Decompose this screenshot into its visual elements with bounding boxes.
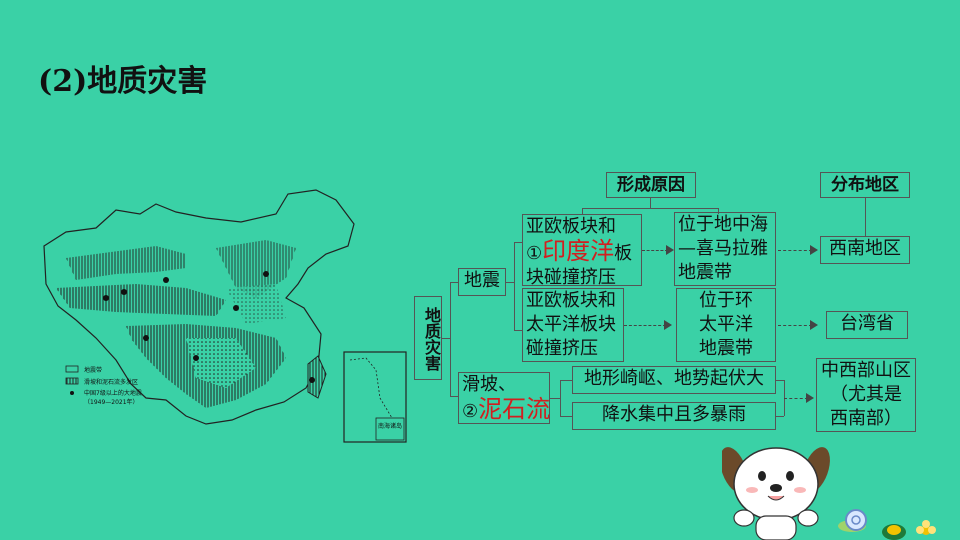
connector	[442, 338, 450, 339]
flower-decoration	[916, 520, 936, 535]
factor1-label: 地形崎岖、地势起伏大	[584, 368, 764, 389]
header-region: 分布地区	[820, 172, 910, 198]
arrow-icon	[664, 320, 672, 330]
cause2-line1: 亚欧板块和	[526, 290, 616, 311]
connector	[450, 282, 451, 396]
connector	[560, 380, 561, 416]
arrow-icon	[810, 245, 818, 255]
connector	[784, 398, 808, 399]
region1-node: 西南地区	[820, 236, 910, 264]
header-cause-label: 形成原因	[617, 175, 685, 195]
factor1-node: 地形崎岖、地势起伏大	[572, 366, 776, 394]
stone-decoration	[882, 524, 906, 540]
header-region-label: 分布地区	[831, 175, 899, 195]
landslide-line1: 滑坡、	[462, 374, 516, 395]
legend-years: （1949—2021年）	[84, 398, 139, 406]
legend-landslide-area: 滑坡和泥石流多发区	[84, 378, 138, 386]
root-node: 地质灾害	[414, 296, 442, 380]
connector	[450, 282, 458, 283]
map-legend: 地震带 滑坡和泥石流多发区 中国7级以上的大地震 （1949—2021年）	[65, 365, 142, 406]
inset-label: 南海诸岛	[378, 422, 402, 430]
answer-2: 泥石流	[478, 395, 551, 423]
connector	[582, 208, 583, 214]
region3-node: 中西部山区 （尤其是 西南部）	[816, 358, 916, 432]
connector	[514, 242, 522, 243]
belt2-line1: 位于环	[699, 290, 753, 311]
belt1-node: 位于地中海 —喜马拉雅 地震带	[674, 212, 776, 286]
root-label: 地质灾害	[422, 307, 441, 371]
connector	[560, 380, 572, 381]
connector	[582, 208, 718, 209]
region3-line1: 中西部山区	[821, 360, 911, 381]
connector	[506, 282, 514, 283]
cartoon-dog-decoration	[722, 447, 936, 540]
cause1-suffix: 板	[614, 243, 633, 264]
mainland-shape	[43, 189, 355, 425]
legend-major-earthquake: 中国7级以上的大地震	[84, 389, 142, 397]
connector	[450, 396, 458, 397]
connector	[776, 416, 784, 417]
factor2-label: 降水集中且多暴雨	[602, 404, 746, 425]
earthquake-node: 地震	[458, 268, 506, 296]
arrow-icon	[810, 320, 818, 330]
arrow-icon	[666, 245, 674, 255]
cause1-line3: 块碰撞挤压	[526, 267, 616, 288]
earthquake-label: 地震	[464, 270, 500, 291]
belt1-line2: —喜马拉雅	[678, 238, 768, 259]
connector	[776, 380, 784, 381]
cause1-line2: ①印度洋板	[526, 239, 638, 266]
slide-title: (2)地质灾害	[38, 64, 208, 99]
belt1-line1: 位于地中海	[678, 214, 768, 235]
belt1-line3: 地震带	[678, 262, 732, 283]
region2-label: 台湾省	[840, 313, 894, 334]
connector	[624, 325, 666, 326]
arrow-icon	[806, 393, 814, 403]
belt2-line3: 地震带	[699, 338, 753, 359]
connector	[718, 208, 719, 214]
landslide-node: 滑坡、 ②泥石流	[458, 372, 550, 424]
connector	[778, 325, 812, 326]
china-hazard-map: 地震带 滑坡和泥石流多发区 中国7级以上的大地震 （1949—2021年） 南海…	[43, 189, 407, 443]
factor2-node: 降水集中且多暴雨	[572, 402, 776, 430]
region2-node: 台湾省	[826, 311, 908, 339]
region3-line2: （尤其是	[830, 384, 902, 405]
connector	[642, 250, 668, 251]
blank-number-2: ②	[462, 401, 479, 422]
connector	[865, 198, 866, 236]
blank-number-1: ①	[526, 243, 543, 264]
cause2-node: 亚欧板块和 太平洋板块 碰撞挤压	[522, 288, 624, 362]
connector	[778, 250, 812, 251]
connector	[514, 242, 515, 330]
snail-decoration	[838, 509, 867, 532]
cause1-node: 亚欧板块和 ①印度洋板 块碰撞挤压	[522, 214, 642, 288]
belt2-line2: 太平洋	[699, 314, 753, 335]
region3-line3: 西南部）	[830, 408, 902, 429]
connector	[560, 416, 572, 417]
belt2-node: 位于环 太平洋 地震带	[676, 288, 776, 362]
south-china-sea-inset: 南海诸岛	[343, 351, 407, 443]
answer-1: 印度洋	[542, 237, 615, 265]
connector	[550, 398, 560, 399]
legend-earthquake-belt: 地震带	[84, 366, 102, 374]
cause1-line1: 亚欧板块和	[526, 216, 616, 237]
cause2-line2: 太平洋板块	[526, 314, 616, 335]
connector	[650, 198, 651, 208]
region1-label: 西南地区	[829, 238, 901, 259]
connector	[514, 330, 522, 331]
landslide-line2: ②泥石流	[462, 397, 550, 424]
cause2-line3: 碰撞挤压	[526, 338, 598, 359]
header-cause: 形成原因	[606, 172, 696, 198]
